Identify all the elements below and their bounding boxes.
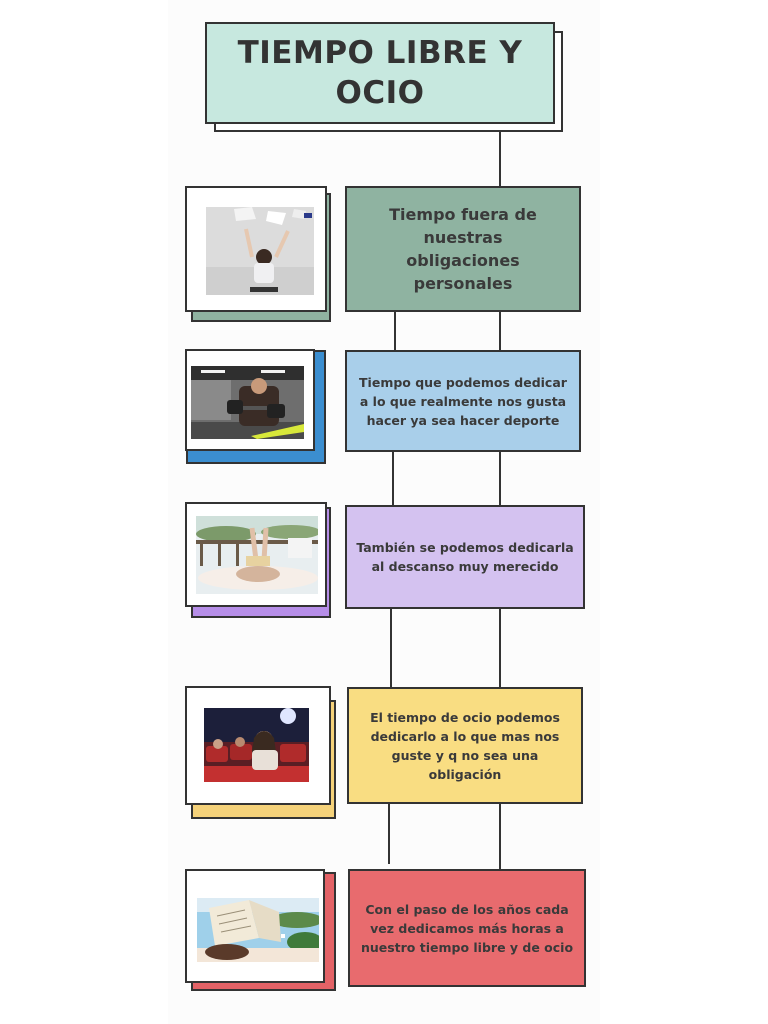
relaxing-legs-up-photo <box>196 516 318 594</box>
step-box-5: Con el paso de los años cada vez dedicam… <box>348 869 586 987</box>
photo-frame <box>185 349 315 451</box>
connector-line <box>392 450 394 507</box>
connector-line <box>390 607 392 687</box>
connector-line <box>499 310 501 352</box>
step-text: Con el paso de los años cada vez dedicam… <box>360 901 574 955</box>
papers-flying-photo <box>206 207 314 295</box>
photo-frame <box>185 186 327 312</box>
photo-frame <box>185 502 327 607</box>
reading-book-beach-photo <box>197 898 319 962</box>
connector-line <box>394 310 396 352</box>
photo-frame <box>185 686 331 805</box>
connector-line <box>499 450 501 507</box>
step-box-3: También se podemos dedicarla al descanso… <box>345 505 585 609</box>
connector-line <box>499 130 501 188</box>
page-title: TIEMPO LIBRE Y OCIO <box>205 22 555 124</box>
step-box-1: Tiempo fuera de nuestras obligaciones pe… <box>345 186 581 312</box>
photo-frame <box>185 869 325 983</box>
connector-line <box>499 607 501 687</box>
connector-line <box>499 802 501 870</box>
dumbbell-workout-photo <box>191 366 304 439</box>
step-text: Tiempo que podemos dedicar a lo que real… <box>359 374 567 428</box>
cinema-audience-photo <box>204 708 309 782</box>
step-text: Tiempo fuera de nuestras obligaciones pe… <box>389 205 537 293</box>
connector-line <box>388 802 390 864</box>
step-box-2: Tiempo que podemos dedicar a lo que real… <box>345 350 581 452</box>
step-text: También se podemos dedicarla al descanso… <box>356 540 574 574</box>
step-text: El tiempo de ocio podemos dedicarlo a lo… <box>370 709 560 782</box>
step-box-4: El tiempo de ocio podemos dedicarlo a lo… <box>347 687 583 804</box>
